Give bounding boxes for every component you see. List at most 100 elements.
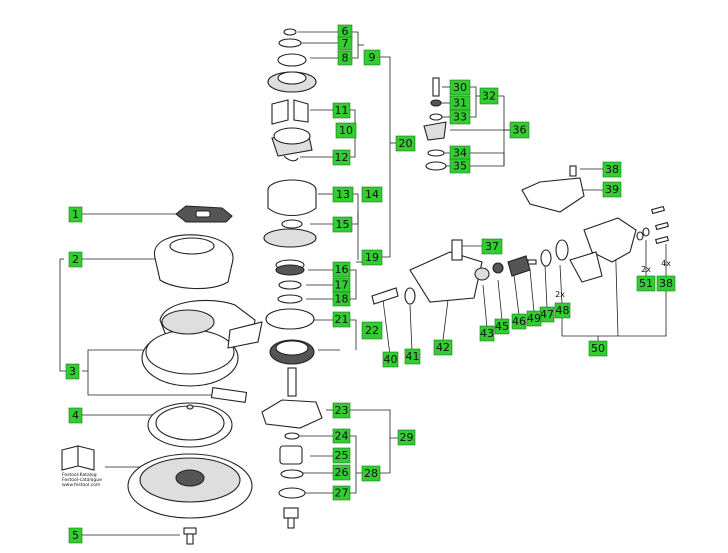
svg-text:29: 29 [400, 431, 414, 444]
callout-label: 12 [332, 149, 351, 166]
quantity-note-51: 2x [641, 265, 651, 274]
callout-label: 1 [68, 206, 83, 223]
svg-text:14: 14 [365, 188, 379, 201]
callout-label: 47 [539, 306, 555, 323]
svg-text:5: 5 [72, 529, 79, 542]
callout-label: 8 [337, 50, 353, 66]
callout-label: 16 [332, 261, 351, 278]
svg-text:4: 4 [72, 409, 79, 422]
callout-label: 36 [509, 121, 530, 139]
callout-label: 48 [554, 302, 571, 319]
callout-label: 46 [511, 313, 527, 330]
callout-label: 4 [68, 407, 83, 424]
svg-text:25: 25 [335, 449, 349, 462]
leader-lines [59, 31, 667, 536]
svg-text:2: 2 [72, 253, 79, 266]
callout-label: 14 [361, 186, 383, 203]
callout-label: 43 [479, 325, 495, 342]
svg-text:41: 41 [406, 350, 420, 363]
callout-label: 11 [332, 102, 351, 119]
callout-label: 50 [588, 340, 608, 357]
callout-label: 49 [526, 310, 542, 327]
svg-text:26: 26 [335, 466, 349, 479]
svg-text:28: 28 [364, 467, 378, 480]
callout-label: 10 [335, 122, 357, 139]
callout-label: 7 [337, 36, 353, 51]
svg-text:37: 37 [485, 240, 499, 253]
svg-text:7: 7 [342, 37, 349, 50]
callout-label: 17 [332, 277, 351, 293]
svg-text:10: 10 [339, 124, 353, 137]
quantity-note-38: 4x [661, 259, 671, 268]
callout-label: 18 [332, 291, 351, 307]
svg-text:16: 16 [335, 263, 349, 276]
quantity-note-48: 2x [555, 290, 565, 299]
svg-text:34: 34 [453, 147, 467, 160]
svg-text:47: 47 [540, 308, 554, 321]
callout-label: 39 [602, 181, 622, 198]
callout-label: 3 [65, 363, 80, 380]
svg-text:22: 22 [365, 324, 379, 337]
callout-label: 31 [449, 95, 471, 111]
svg-text:33: 33 [453, 111, 467, 124]
callout-label: 23 [332, 402, 351, 419]
svg-text:50: 50 [591, 342, 605, 355]
svg-text:1: 1 [72, 208, 79, 221]
svg-text:38: 38 [659, 277, 673, 290]
svg-text:48: 48 [556, 304, 570, 317]
callout-label: 5 [68, 527, 83, 544]
svg-text:45: 45 [495, 320, 509, 333]
catalogue-line-3: www.festool.com [62, 482, 100, 488]
svg-text:21: 21 [335, 313, 349, 326]
svg-text:23: 23 [335, 404, 349, 417]
svg-text:15: 15 [336, 218, 350, 231]
callout-label: 25 [332, 447, 351, 464]
svg-text:46: 46 [512, 315, 526, 328]
callout-label: 27 [332, 485, 351, 501]
svg-text:3: 3 [69, 365, 76, 378]
svg-text:9: 9 [369, 51, 376, 64]
svg-text:36: 36 [513, 124, 527, 137]
callout-label: 26 [332, 464, 351, 481]
callout-label: 32 [479, 87, 499, 105]
callout-label: 35 [449, 158, 471, 174]
callout-label: 21 [332, 311, 351, 328]
catalogue-book-icon [61, 445, 95, 471]
svg-text:17: 17 [335, 279, 349, 292]
svg-text:8: 8 [342, 52, 349, 65]
svg-text:35: 35 [453, 160, 467, 173]
callout-label: 19 [361, 249, 383, 266]
callout-label: 41 [404, 348, 421, 365]
svg-text:12: 12 [335, 151, 349, 164]
svg-text:32: 32 [482, 90, 496, 103]
svg-text:20: 20 [399, 137, 413, 150]
callout-label: 29 [397, 429, 416, 446]
callout-label: 22 [361, 321, 383, 340]
callout-label: 33 [449, 109, 471, 125]
callout-label: 42 [433, 339, 453, 356]
callout-label: 37 [481, 238, 503, 255]
callout-label: 38 [602, 161, 622, 178]
svg-text:30: 30 [453, 81, 467, 94]
callout-label: 28 [361, 465, 381, 482]
callout-label: 15 [332, 216, 353, 233]
callout-label: 34 [449, 145, 471, 161]
callout-label: 20 [395, 135, 416, 152]
svg-text:49: 49 [527, 312, 541, 325]
catalogue-line-1: Festool-Katalog [62, 472, 97, 478]
callout-labels: 1 2 3 4 5 6 7 8 9 10 11 12 13 14 15 16 1… [65, 24, 676, 544]
part-drawings: Festool-Katalog Festool-catalogue www.fe… [61, 28, 669, 545]
svg-text:31: 31 [453, 97, 467, 110]
svg-text:11: 11 [335, 104, 349, 117]
svg-text:51: 51 [639, 277, 653, 290]
callout-label: 45 [494, 318, 510, 335]
svg-text:43: 43 [480, 327, 494, 340]
callout-label: 9 [363, 49, 381, 66]
callout-label: 24 [332, 428, 351, 444]
catalogue-line-2: Festool-catalogue [62, 477, 102, 483]
callout-label: 38 [656, 275, 676, 292]
svg-text:18: 18 [335, 293, 349, 306]
svg-text:42: 42 [436, 341, 450, 354]
svg-text:27: 27 [335, 487, 349, 500]
